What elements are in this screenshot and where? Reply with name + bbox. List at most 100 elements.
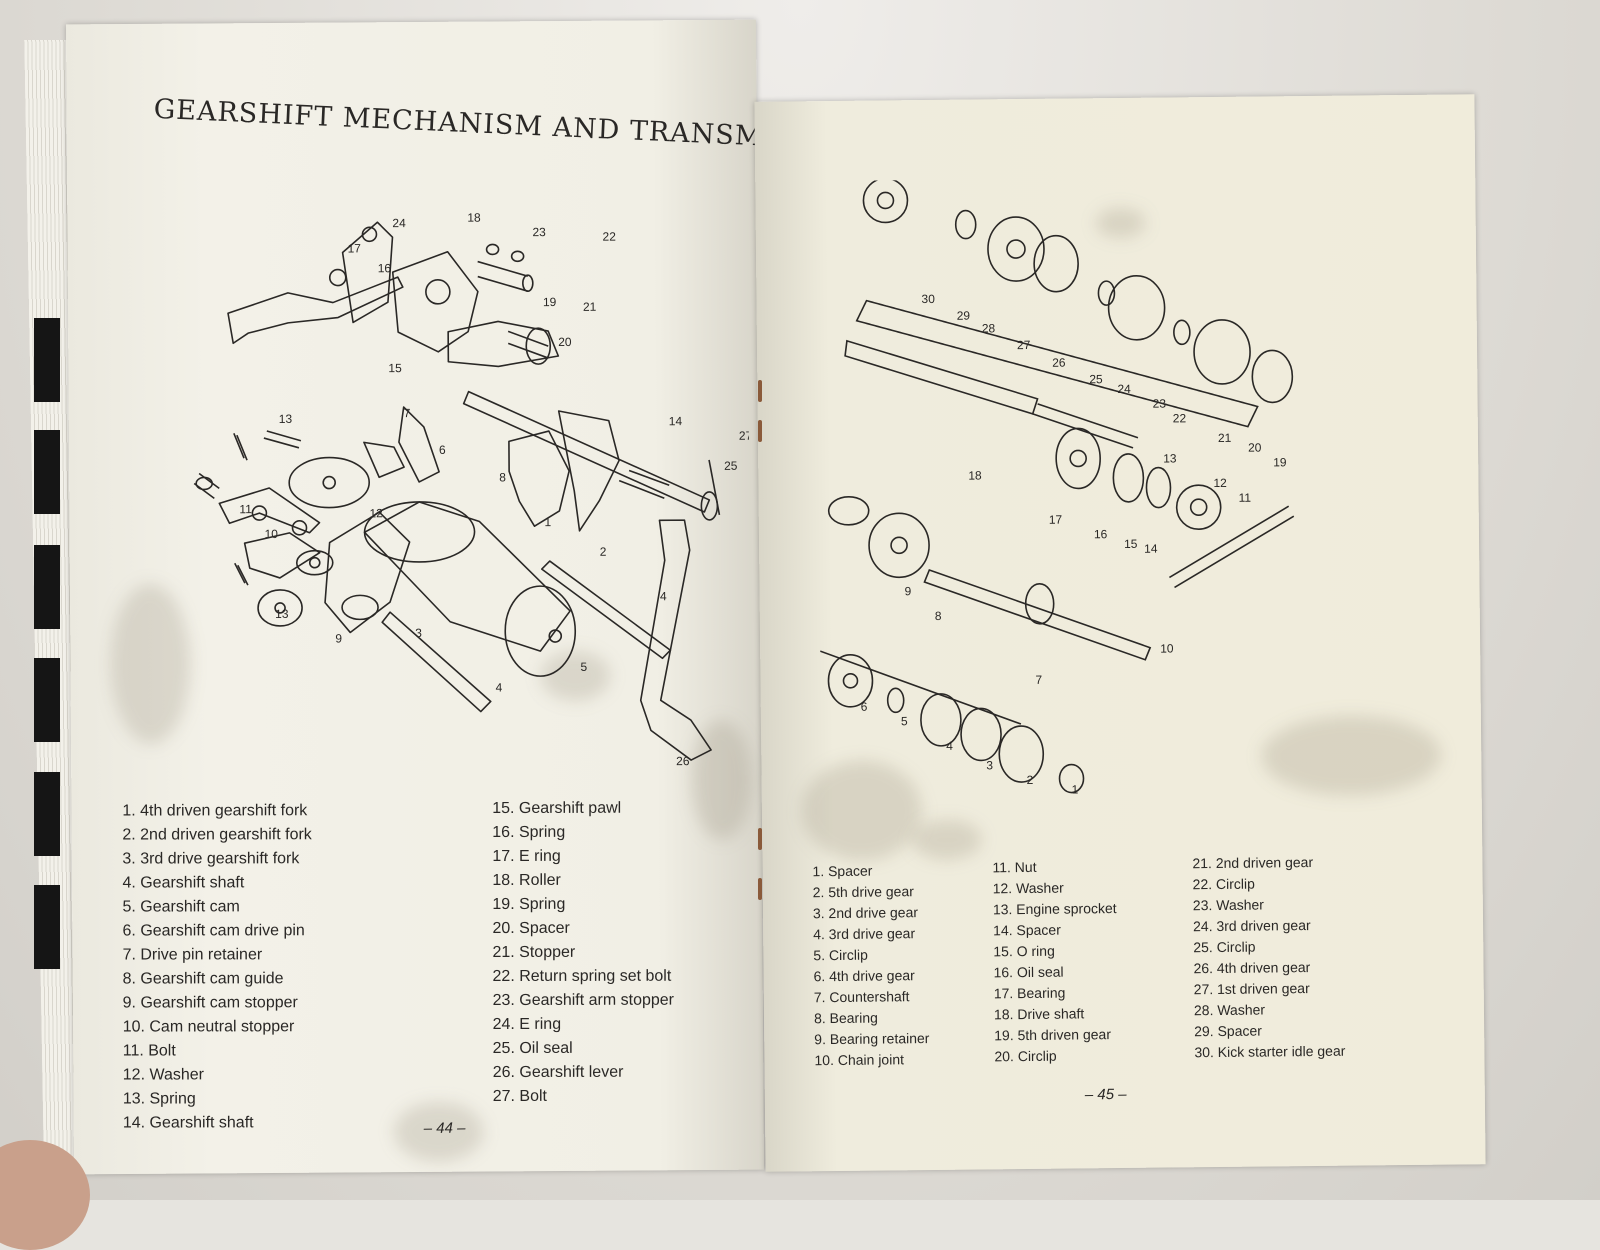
callout-label: 13: [1163, 451, 1177, 465]
part-item: 7. Drive pin retainer: [122, 946, 263, 964]
part-item: 11. Bolt: [122, 1042, 176, 1060]
part-item: 5. Gearshift cam: [122, 898, 240, 916]
callout-label: 14: [669, 414, 683, 428]
part-item: 25. Circlip: [1193, 938, 1256, 956]
callout-label: 16: [1094, 527, 1108, 541]
binding-staple: [758, 828, 762, 850]
index-tab: [34, 318, 60, 402]
part-item: 6. Gearshift cam drive pin: [122, 922, 305, 940]
callout-label: 18: [968, 468, 982, 482]
callout-label: 21: [1218, 431, 1232, 445]
callout-label: 11: [1239, 491, 1252, 505]
part-item: 8. Bearing: [813, 1009, 878, 1027]
callout-label: 16: [378, 261, 392, 275]
callout-label: 9: [335, 632, 342, 646]
callout-label: 13: [275, 607, 289, 621]
callout-label: 10: [265, 527, 279, 541]
part-item: 11. Nut: [992, 858, 1037, 876]
callout-label: 4: [496, 680, 503, 694]
part-item: 26. Gearshift lever: [492, 1063, 624, 1081]
callout-label: 19: [1273, 455, 1287, 469]
part-item: 20. Spacer: [492, 919, 570, 937]
callout-label: 13: [279, 412, 293, 426]
callout-label: 20: [558, 335, 572, 349]
callout-label: 14: [1144, 542, 1158, 556]
part-item: 3. 3rd drive gearshift fork: [122, 850, 300, 868]
left-page: GEARSHIFT MECHANISM AND TRANSMISSION: [65, 19, 874, 1175]
part-item: 9. Bearing retainer: [814, 1030, 930, 1048]
part-item: 22. Circlip: [1192, 875, 1255, 893]
part-item: 21. 2nd driven gear: [1192, 853, 1314, 872]
part-item: 24. E ring: [492, 1015, 562, 1033]
index-tab: [34, 658, 60, 742]
callout-label: 19: [543, 295, 557, 309]
part-item: 15. Gearshift pawl: [492, 799, 622, 817]
callout-label: 1: [1072, 782, 1079, 796]
callout-label: 15: [388, 361, 402, 375]
binding-staple: [758, 420, 762, 442]
callout-label: 27: [1017, 338, 1031, 352]
callout-label: 26: [676, 754, 690, 768]
callout-label: 17: [348, 241, 362, 255]
part-item: 27. 1st driven gear: [1193, 980, 1310, 998]
part-item: 4. 3rd drive gear: [813, 925, 916, 943]
binding-staple: [758, 878, 762, 900]
callout-label: 5: [580, 660, 587, 674]
callout-label: 27: [739, 429, 751, 443]
callout-label: 7: [1035, 673, 1042, 687]
callout-label: 24: [1117, 382, 1131, 396]
callout-label: 18: [467, 211, 481, 225]
part-item: 13. Engine sprocket: [992, 900, 1117, 918]
callout-label: 2: [1026, 773, 1033, 787]
page-number: – 45 –: [1084, 1085, 1127, 1104]
part-item: 2. 2nd driven gearshift fork: [122, 826, 312, 844]
callout-label: 8: [935, 609, 942, 623]
callout-label: 17: [1049, 513, 1063, 527]
page-number: – 44 –: [423, 1119, 466, 1137]
callout-label: 22: [602, 230, 616, 244]
binding-staple: [758, 380, 762, 402]
callout-label: 4: [946, 739, 953, 753]
part-item: 20. Circlip: [994, 1047, 1057, 1065]
part-item: 24. 3rd driven gear: [1192, 917, 1311, 935]
part-item: 18. Roller: [492, 871, 561, 889]
callout-label: 23: [532, 225, 546, 239]
callout-label: 10: [1160, 641, 1174, 655]
part-item: 1. Spacer: [812, 862, 873, 880]
part-item: 9. Gearshift cam stopper: [122, 994, 298, 1012]
callout-label: 24: [392, 216, 406, 230]
part-item: 13. Spring: [122, 1090, 196, 1108]
index-tab: [34, 772, 60, 856]
callout-label: 26: [1052, 356, 1066, 370]
callout-label: 12: [1213, 476, 1227, 490]
callout-label: 20: [1248, 441, 1262, 455]
callout-label: 4: [660, 589, 667, 603]
index-tab: [34, 885, 60, 969]
callout-label: 22: [1173, 411, 1187, 425]
part-item: 21. Stopper: [492, 943, 576, 961]
callout-label: 11: [239, 502, 252, 516]
callout-label: 25: [724, 459, 738, 473]
part-item: 29. Spacer: [1194, 1022, 1262, 1040]
callout-label: 2: [600, 545, 607, 559]
callout-label: 5: [901, 714, 908, 728]
callout-label: 8: [499, 470, 506, 484]
part-item: 14. Spacer: [993, 921, 1061, 939]
part-item: 17. E ring: [492, 847, 561, 865]
index-tab: [34, 545, 60, 629]
part-item: 28. Washer: [1193, 1001, 1266, 1019]
index-tab: [34, 430, 60, 514]
part-item: 22. Return spring set bolt: [492, 967, 672, 985]
callout-label: 12: [369, 506, 383, 520]
callout-label: 21: [583, 300, 597, 314]
part-item: 19. 5th driven gear: [994, 1026, 1112, 1044]
part-item: 2. 5th drive gear: [812, 883, 914, 901]
callout-label: 25: [1089, 372, 1103, 386]
callout-label: 9: [904, 584, 911, 598]
